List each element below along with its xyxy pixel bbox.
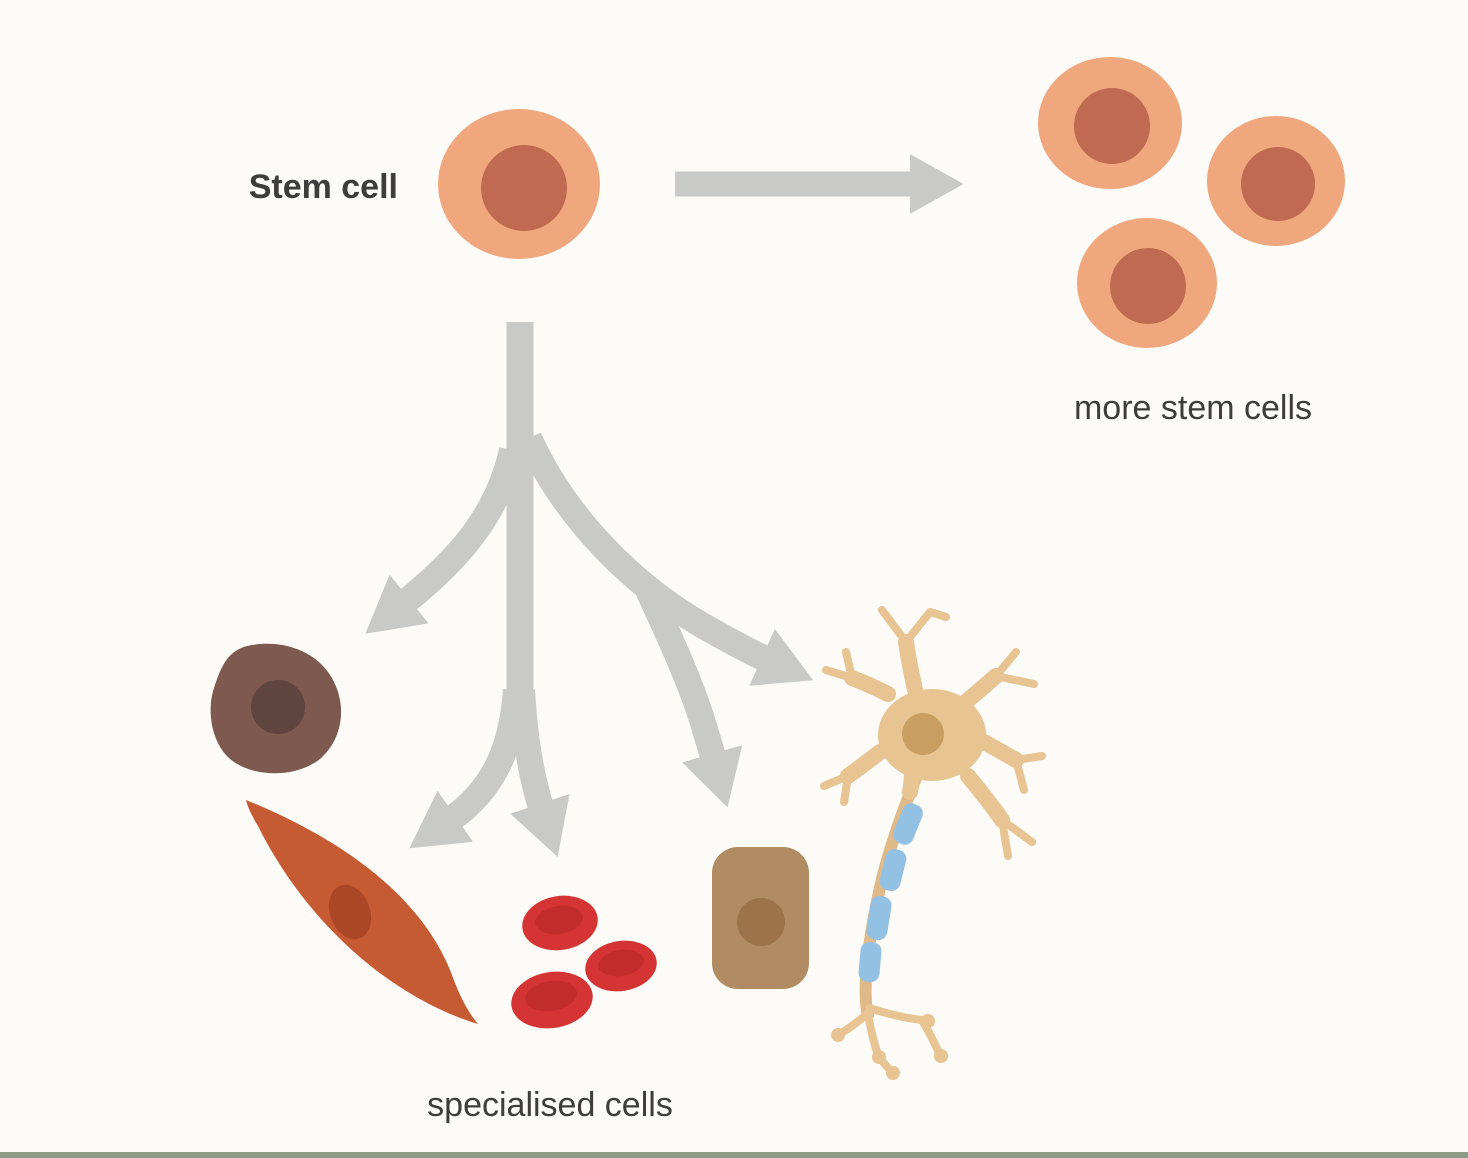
terminal-knob	[934, 1049, 948, 1063]
dendrite	[960, 768, 1010, 828]
bottom-border	[0, 1152, 1468, 1158]
myelin-segment	[893, 803, 923, 845]
red-blood-cell-dimple	[525, 980, 577, 1012]
axon-terminal	[865, 1004, 926, 1024]
cell-nucleus	[1074, 88, 1150, 164]
terminal-knob	[921, 1014, 935, 1028]
myelin-segment	[858, 941, 882, 983]
terminal-knob	[831, 1028, 845, 1042]
dendrite	[948, 668, 1004, 718]
arrow-to-dark-cell	[365, 447, 525, 634]
dendrite	[898, 634, 926, 710]
arrow-to-epithelial-cell	[636, 584, 743, 808]
cell-nucleus	[251, 680, 305, 734]
stem-cell	[438, 109, 600, 259]
stem-cell-copy-1	[1038, 57, 1182, 189]
more-stem-cells	[1038, 57, 1345, 348]
muscle-cell	[246, 800, 478, 1024]
myelin-sheath	[858, 803, 923, 983]
dendrite-tip	[992, 648, 1038, 688]
stem-cell-nucleus	[481, 145, 567, 231]
stem-cell-copy-3	[1077, 218, 1217, 348]
axon-hillock	[902, 762, 920, 800]
cell-nucleus	[328, 884, 372, 940]
red-blood-cells	[511, 895, 657, 1029]
epithelial-cell	[712, 847, 809, 989]
myelin-segment	[879, 848, 907, 892]
red-blood-cell-dimples	[525, 905, 644, 1012]
differentiation-arrows	[365, 322, 814, 857]
dendrite-tip	[1012, 752, 1046, 794]
myelin-segment	[866, 895, 892, 941]
cell-nucleus	[737, 898, 785, 946]
axon-terminal-knobs	[831, 1014, 948, 1080]
stem-cell-label: Stem cell	[249, 168, 398, 206]
nerve-cell	[820, 606, 1046, 1080]
stem-cell-copy-2	[1207, 116, 1345, 246]
arrow-to-blood-cells	[509, 689, 570, 857]
dendrite-tip	[820, 772, 852, 806]
dendrite-tip	[998, 816, 1036, 860]
more-stem-cells-label: more stem cells	[1074, 389, 1312, 427]
dendrite-tip	[822, 648, 856, 682]
soma-nucleus	[902, 713, 944, 755]
terminal-knob	[886, 1066, 900, 1080]
red-blood-cell-dimple	[535, 905, 583, 935]
dendrite-tip	[878, 606, 950, 646]
red-blood-cell-dimple	[598, 949, 644, 977]
dendrite-branches	[820, 606, 1046, 860]
cell-nucleus	[1241, 147, 1315, 221]
cell-nucleus	[1110, 248, 1186, 324]
specialised-cells-label: specialised cells	[427, 1086, 673, 1124]
dark-polygonal-cell	[210, 643, 342, 774]
terminal-knob	[872, 1050, 886, 1064]
